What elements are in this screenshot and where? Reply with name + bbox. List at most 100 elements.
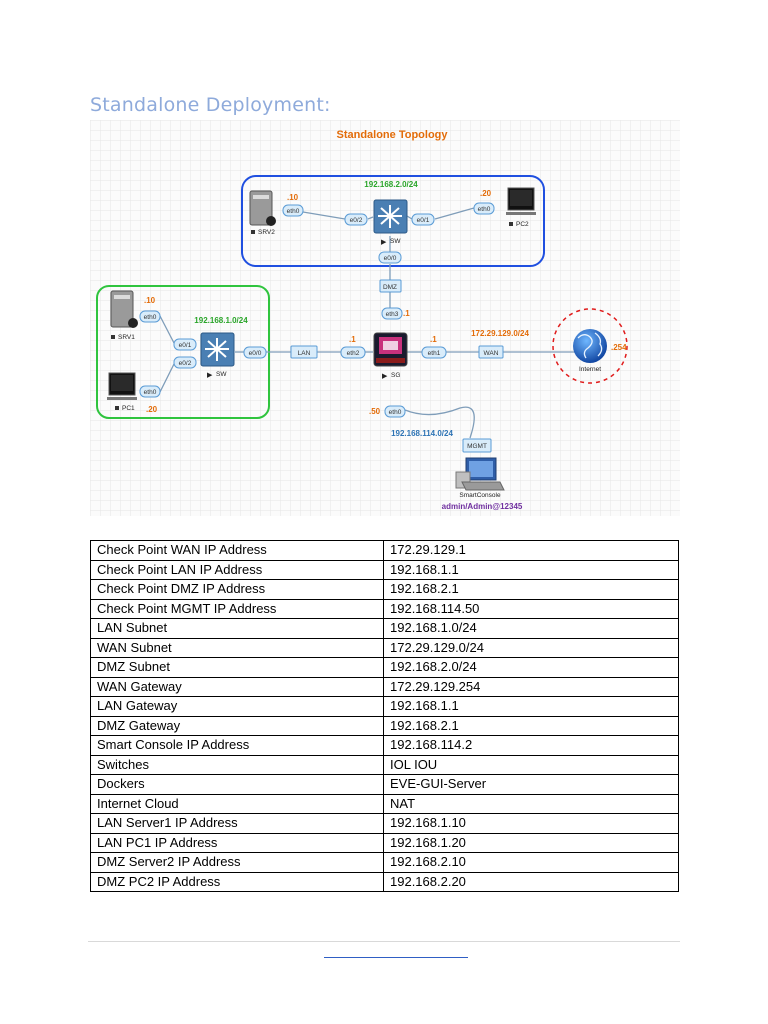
globe-icon: [573, 329, 607, 363]
lan-switch-label: SW: [216, 371, 227, 378]
srv1-label: SRV1: [118, 334, 135, 341]
pc1-label: PC1: [122, 405, 135, 412]
sg-port-eth1: eth1: [428, 350, 441, 357]
internet-octet: .254: [611, 343, 627, 352]
sg-port-eth3: eth3: [386, 311, 399, 318]
table-cell-value: 192.168.1.1: [383, 696, 679, 717]
dmz-zone: [241, 175, 545, 267]
addressing-labels: 192.168.2.0/24 192.168.1.0/24 172.29.129…: [144, 180, 627, 511]
table-cell-label: Check Point MGMT IP Address: [90, 598, 384, 619]
table-cell-value: 192.168.1.10: [383, 813, 679, 834]
table-cell-value: IOL IOU: [383, 754, 679, 775]
lan-subnet-label: 192.168.1.0/24: [194, 316, 248, 325]
lan-switch-port-e01: e0/1: [179, 342, 192, 349]
internet-label: Internet: [579, 366, 601, 373]
dmz-switch-port-e01: e0/1: [417, 217, 430, 224]
sg-mgmt-octet: .50: [369, 407, 381, 416]
internet-zone: [552, 308, 628, 384]
sg-lan-octet: .1: [349, 335, 356, 344]
table-cell-value: 192.168.2.0/24: [383, 657, 679, 678]
smartconsole-label: SmartConsole: [459, 492, 501, 499]
network-links: [159, 207, 575, 439]
monitor-icon: [107, 372, 137, 400]
srv2-port-label: eth0: [287, 208, 300, 215]
table-cell-value: 192.168.114.2: [383, 735, 679, 756]
switch-icon: [200, 332, 235, 367]
table-cell-label: DMZ Server2 IP Address: [90, 852, 384, 873]
footer-divider: [88, 941, 680, 942]
table-cell-label: DMZ Gateway: [90, 715, 384, 736]
srv1-port-label: eth0: [144, 314, 157, 321]
table-cell-value: 192.168.1.1: [383, 559, 679, 580]
footer-link-underline[interactable]: [324, 957, 468, 958]
table-cell-label: LAN Subnet: [90, 618, 384, 639]
interface-tags: eth0 e0/2 e0/1 eth0 e0/0 DMZ eth3 eth0 e…: [139, 202, 504, 453]
table-cell-label: LAN Server1 IP Address: [90, 813, 384, 834]
table-cell-value: 172.29.129.254: [383, 676, 679, 697]
table-cell-label: Check Point WAN IP Address: [90, 540, 384, 561]
pc1-octet: .20: [146, 405, 158, 414]
srv1-octet: .10: [144, 296, 156, 305]
table-cell-label: Switches: [90, 754, 384, 775]
lan-switch-arrow: ▶: [207, 372, 213, 379]
sg-wan-octet: .1: [430, 335, 437, 344]
table-cell-label: Check Point DMZ IP Address: [90, 579, 384, 600]
dmz-subnet-label: 192.168.2.0/24: [364, 180, 418, 189]
srv2-label: SRV2: [258, 229, 275, 236]
table-cell-value: 192.168.2.10: [383, 852, 679, 873]
sg-label: SG: [391, 372, 400, 379]
table-cell-label: Smart Console IP Address: [90, 735, 384, 756]
dmz-switch-port-e02: e0/2: [350, 217, 363, 224]
table-cell-value: 192.168.1.0/24: [383, 618, 679, 639]
table-cell-label: LAN Gateway: [90, 696, 384, 717]
sg-dmz-octet: .1: [403, 309, 410, 318]
table-cell-label: Internet Cloud: [90, 793, 384, 814]
server-icon: [249, 190, 276, 226]
sg-port-eth2: eth2: [347, 350, 360, 357]
lan-switch-port-e02: e0/2: [179, 360, 192, 367]
dmz-link-label: DMZ: [383, 284, 397, 291]
pc2-label: PC2: [516, 221, 529, 228]
dmz-switch-port-e00: e0/0: [384, 255, 397, 262]
pc2-octet: .20: [480, 189, 492, 198]
table-cell-label: DMZ PC2 IP Address: [90, 871, 384, 892]
diagram-title: Standalone Topology: [336, 129, 448, 141]
table-cell-value: 192.168.2.1: [383, 715, 679, 736]
table-cell-value: 192.168.1.20: [383, 832, 679, 853]
wan-subnet-label: 172.29.129.0/24: [471, 329, 529, 338]
firewall-icon: [373, 332, 408, 367]
table-cell-label: DMZ Subnet: [90, 657, 384, 678]
srv2-octet: .10: [287, 193, 299, 202]
table-cell-label: Dockers: [90, 774, 384, 795]
monitor-icon: [506, 187, 536, 215]
table-cell-value: 192.168.114.50: [383, 598, 679, 619]
pc1-port-label: eth0: [144, 389, 157, 396]
section-heading: Standalone Deployment:: [90, 94, 331, 116]
console-credentials: admin/Admin@12345: [442, 502, 523, 511]
table-cell-value: 172.29.129.0/24: [383, 637, 679, 658]
table-cell-label: LAN PC1 IP Address: [90, 832, 384, 853]
dmz-switch-arrow: ▶: [381, 239, 387, 246]
wan-link-label: WAN: [484, 350, 499, 357]
mgmt-link-label: MGMT: [467, 443, 487, 450]
pc2-port-label: eth0: [478, 206, 491, 213]
sg-arrow: ▶: [382, 373, 388, 380]
dmz-switch-label: SW: [390, 238, 401, 245]
